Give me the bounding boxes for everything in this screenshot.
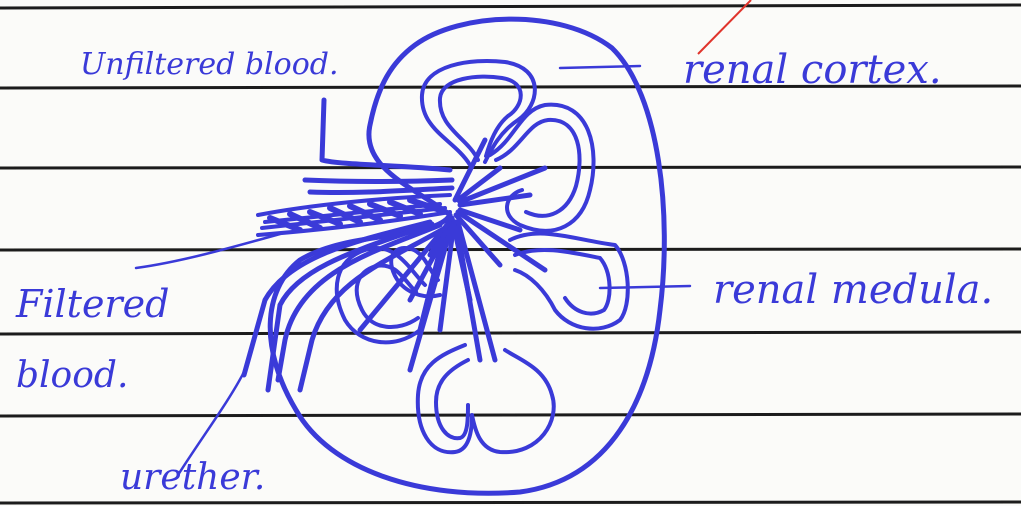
unfiltered-blood-vessel	[305, 100, 452, 193]
label-renal-medulla: renal medula.	[713, 270, 993, 310]
renal-vessel-upper	[322, 100, 450, 170]
label-unfiltered-blood: Unfiltered blood.	[80, 50, 339, 80]
label-urether: urether.	[120, 460, 265, 496]
label-renal-cortex: renal cortex.	[683, 50, 942, 90]
pyramid-bottom	[418, 345, 554, 452]
ruled-line	[0, 414, 1021, 416]
label-filtered-blood-line1: Filtered	[16, 285, 169, 323]
medulla-pyramids	[337, 61, 628, 452]
pyramid-bottom-inner	[436, 360, 468, 438]
renal-vessel-upper	[305, 180, 452, 182]
label-filtered-blood-line2: blood.	[16, 358, 128, 394]
ruled-line	[0, 5, 1021, 8]
margin-mark	[698, 0, 751, 54]
ruled-line	[0, 502, 1021, 503]
leader-renal-medulla	[600, 286, 690, 288]
ruled-line	[0, 167, 1021, 168]
ruled-line	[0, 332, 1021, 334]
renal-vessel-upper	[310, 188, 452, 193]
